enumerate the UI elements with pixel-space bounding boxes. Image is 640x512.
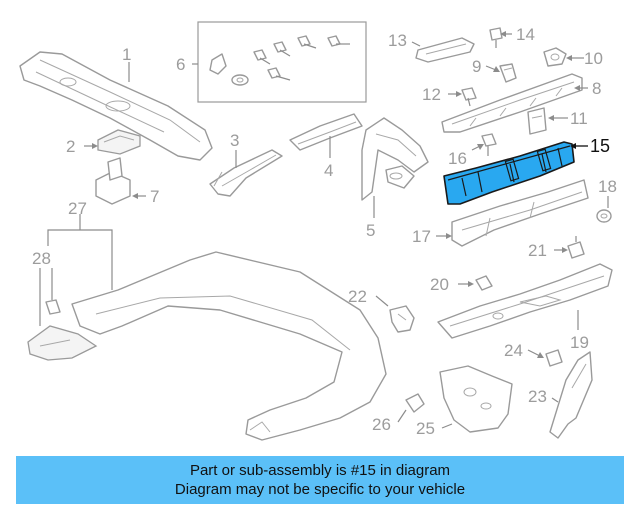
callout-2: 2 [66,137,75,156]
part-25-plate [439,365,513,433]
part-22-latch [389,305,415,333]
part-18-grommet [596,209,612,223]
part-23-side-bracket [549,351,593,439]
leader-lines [39,31,609,429]
callout-8: 8 [592,79,601,98]
callout-9: 9 [472,57,481,76]
part-17-lower-panel [451,179,589,247]
part-10-clip [543,47,567,67]
callout-19: 19 [570,333,589,352]
callout-18: 18 [598,177,617,196]
part-27-soft-top [71,251,387,441]
part-7-clip [95,157,131,205]
part-13-pad [415,37,475,63]
part-1-roof-rail [19,51,213,161]
callout-23: 23 [528,387,547,406]
callout-4: 4 [324,161,333,180]
part-19-long-bracket [437,263,613,339]
banner-line-1: Part or sub-assembly is #15 in diagram [189,462,451,479]
callout-14: 14 [516,25,535,44]
part-9-clip [499,63,517,83]
part-26-grommet [405,393,425,413]
part-14-bolt [489,27,503,48]
callout-12: 12 [422,85,441,104]
part-16-screw [481,133,497,156]
part-8-top-rail [441,73,583,133]
callout-28: 28 [32,249,51,268]
part-21-bolt [567,236,585,259]
banner-line-2: Diagram may not be specific to your vehi… [174,481,466,498]
callout-24: 24 [504,341,523,360]
callout-20: 20 [430,275,449,294]
part-15-panel-highlighted [443,141,575,205]
part-6-fastener-kit [197,21,367,103]
part-4-arch-trim [289,113,363,151]
part-5-bracket [361,117,429,201]
callout-17: 17 [412,227,431,246]
callout-7: 7 [150,187,159,206]
part-2-latch [97,129,141,155]
callout-6: 6 [176,55,185,74]
callout-26: 26 [372,415,391,434]
part-3-pillar-trim [209,149,283,197]
callout-22: 22 [348,287,367,306]
part-11-bracket [527,107,547,135]
part-28-clip-assembly [27,299,98,361]
parts-diagram: 1 2 3 4 5 6 7 8 9 10 11 12 13 14 15 16 1… [19,21,617,441]
callout-27: 27 [68,199,87,218]
callout-11: 11 [570,109,588,128]
callout-10: 10 [584,49,603,68]
part-24-bolt [545,349,563,367]
callout-15: 15 [590,136,610,156]
part-12-bolt [461,87,477,107]
callout-1: 1 [122,45,131,64]
callout-3: 3 [230,131,239,150]
callout-21: 21 [528,241,547,260]
callout-labels: 1 2 3 4 5 6 7 8 9 10 11 12 13 14 15 16 1… [32,25,617,438]
callout-13: 13 [388,31,407,50]
callout-25: 25 [416,419,435,438]
callout-16: 16 [448,149,467,168]
info-banner: Part or sub-assembly is #15 in diagram D… [16,456,624,504]
callout-5: 5 [366,221,375,240]
part-20-bolt [475,275,493,291]
